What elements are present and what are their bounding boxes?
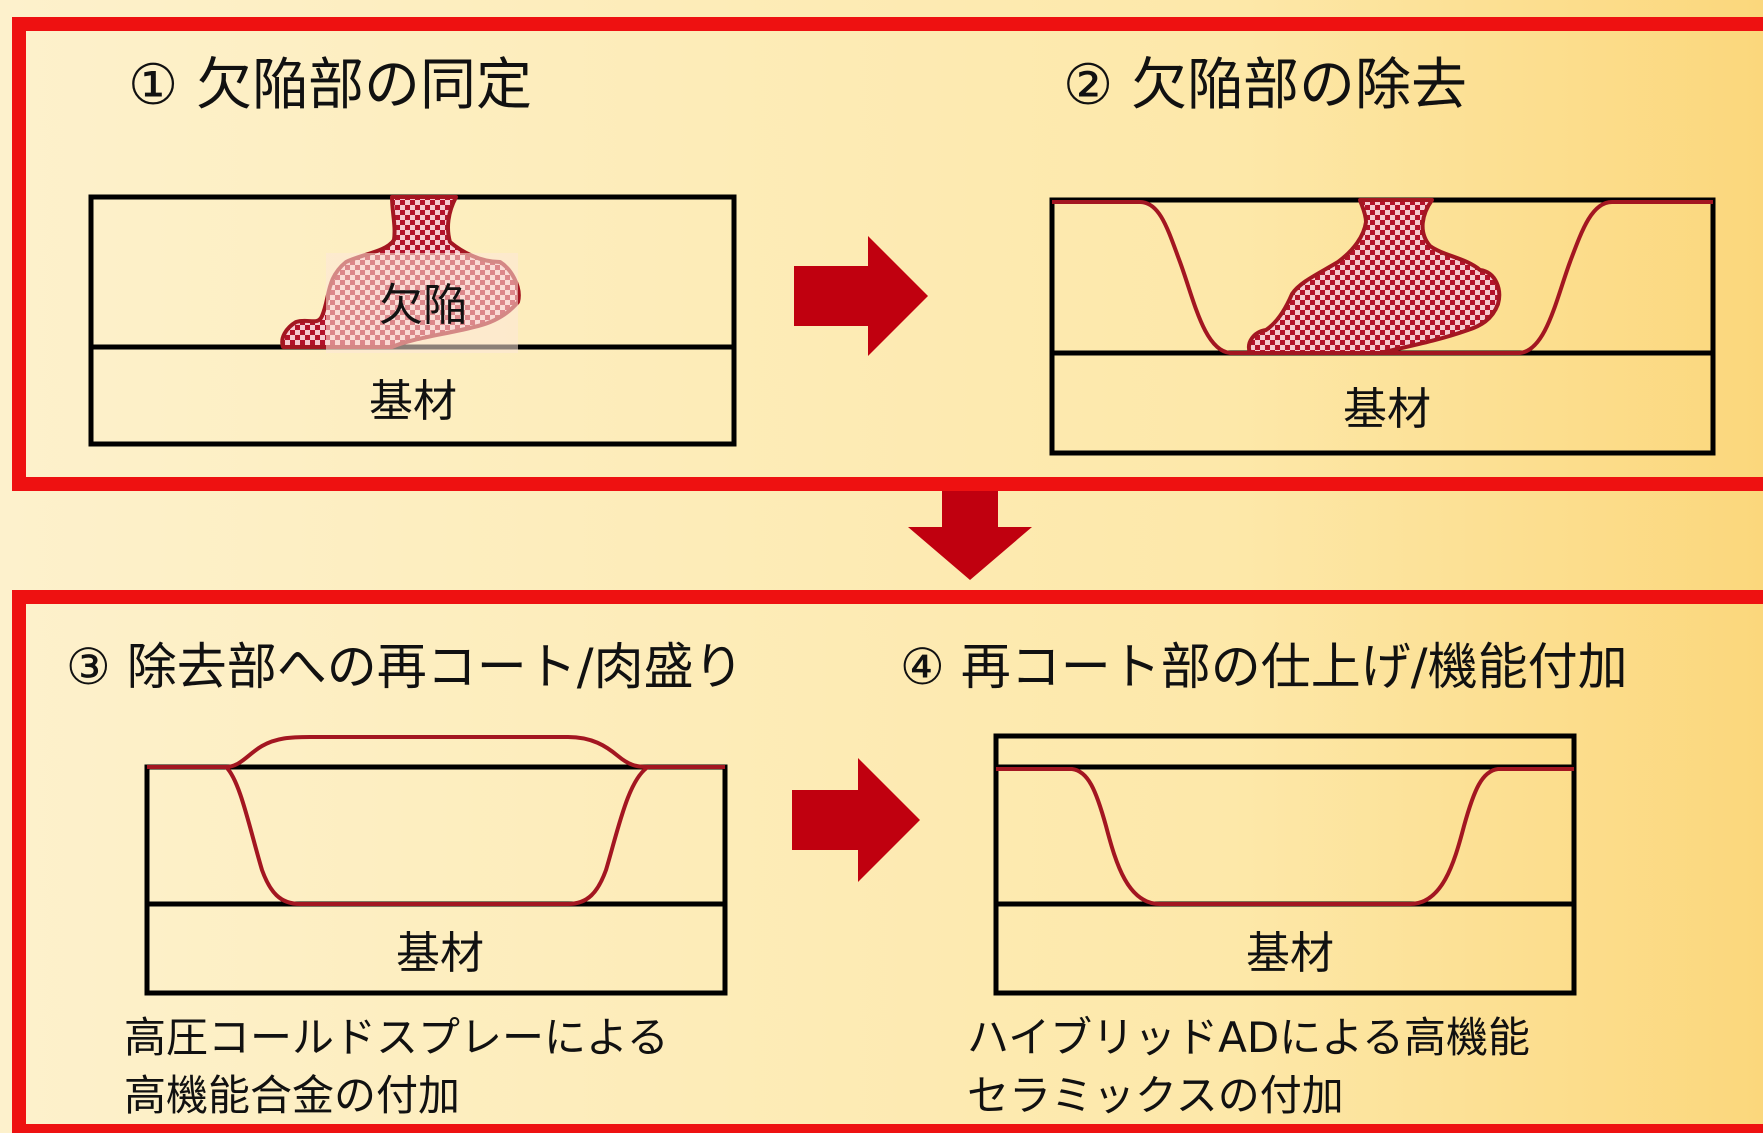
- step1-title: ① 欠陥部の同定: [128, 53, 532, 118]
- step4-substrate-label: 基材: [1246, 928, 1334, 979]
- step4-finished-profile: [996, 767, 1574, 906]
- step1-defect-label: 欠陥: [379, 280, 467, 331]
- step1-label-backdrop: [326, 253, 518, 353]
- step3-substrate-label: 基材: [396, 928, 484, 979]
- step2-defect-shape: [1247, 198, 1502, 355]
- down-arrow-icon: [908, 491, 1032, 580]
- right-arrow-icon: [794, 236, 928, 356]
- step3-deposit-profile: [147, 735, 725, 906]
- step2-title: ② 欠陥部の除去: [1063, 53, 1467, 118]
- right-arrow-icon: [792, 758, 920, 882]
- step4-coating-layer: [993, 764, 1577, 907]
- step3-note-line2: 高機能合金の付加: [124, 1071, 460, 1120]
- bottom-panel-frame: [12, 590, 1763, 1133]
- step3-note-line1: 高圧コールドスプレーによる: [124, 1013, 669, 1062]
- step4-title: ④ 再コート部の仕上げ/機能付加: [900, 638, 1628, 696]
- step1-substrate-label: 基材: [369, 376, 457, 427]
- step3-coating-layer: [144, 764, 728, 907]
- step3-title: ③ 除去部への再コート/肉盛り: [66, 638, 744, 696]
- step3-panel: ③ 除去部への再コート/肉盛り 基材 高圧コールドスプレーによる 高機能合金の付…: [66, 638, 744, 1120]
- step4-ceramic-top-layer: [993, 733, 1577, 770]
- step4-note-line1: ハイブリッドADによる高機能: [967, 1013, 1530, 1062]
- step4-note-line2: セラミックスの付加: [967, 1071, 1344, 1120]
- step2-substrate-label: 基材: [1343, 384, 1431, 435]
- top-panel-frame: [12, 17, 1763, 491]
- step4-panel: ④ 再コート部の仕上げ/機能付加 基材 ハイブリッドADによる高機能 セラミック…: [900, 638, 1628, 1120]
- step2-panel: ② 欠陥部の除去 基材: [1049, 53, 1716, 456]
- step1-panel: ① 欠陥部の同定 欠陥 基材: [88, 53, 737, 447]
